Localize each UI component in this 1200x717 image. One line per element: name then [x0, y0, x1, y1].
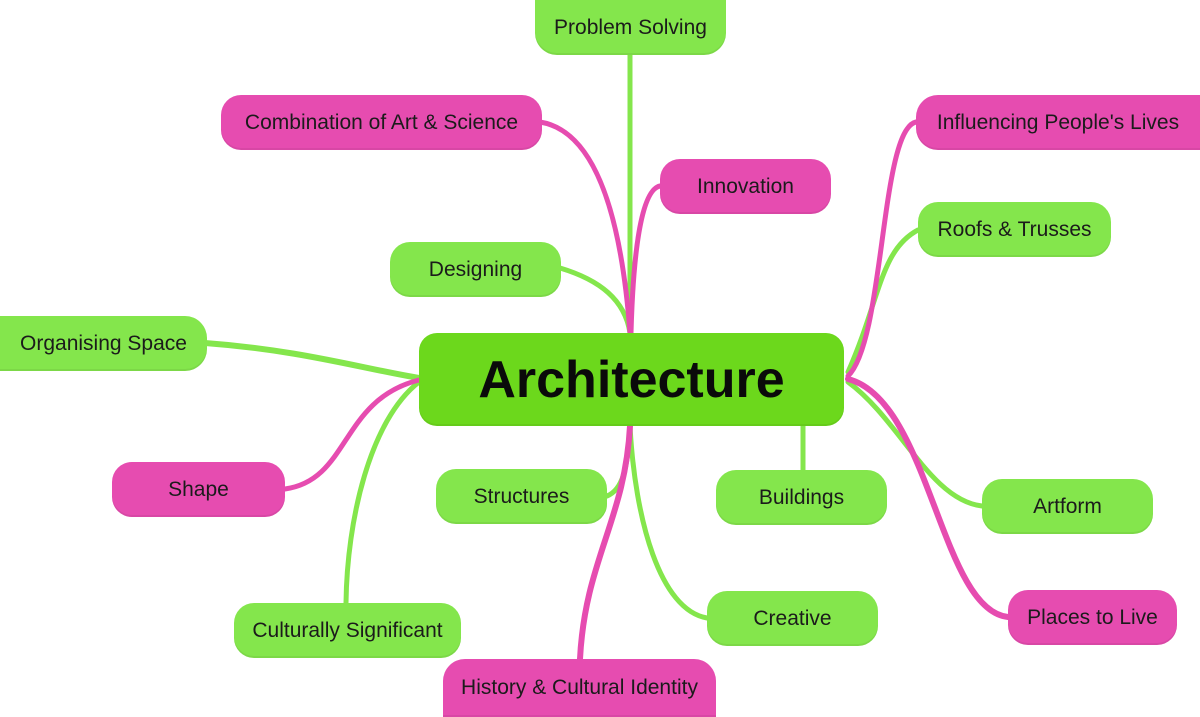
- connector-places: [845, 376, 1011, 620]
- topic-buildings[interactable]: Buildings: [716, 470, 887, 525]
- connector-influencing: [845, 119, 919, 379]
- topic-shape[interactable]: Shape: [112, 462, 285, 517]
- topic-places-to-live[interactable]: Places to Live: [1008, 590, 1177, 645]
- connector-combination: [537, 119, 633, 336]
- connector-roofs: [845, 227, 921, 375]
- connector-culturally: [343, 379, 422, 606]
- central-topic-architecture[interactable]: Architecture: [419, 333, 844, 426]
- topic-innovation[interactable]: Innovation: [660, 159, 831, 214]
- connector-history: [577, 423, 633, 662]
- topic-influencing-peoples-lives[interactable]: Influencing People's Lives: [916, 95, 1200, 150]
- topic-combination-art-science[interactable]: Combination of Art & Science: [221, 95, 542, 150]
- topic-structures[interactable]: Structures: [436, 469, 607, 524]
- topic-organising-space[interactable]: Organising Space: [0, 316, 207, 371]
- connector-shape: [282, 377, 422, 492]
- topic-designing[interactable]: Designing: [390, 242, 561, 297]
- topic-culturally-significant[interactable]: Culturally Significant: [234, 603, 461, 658]
- topic-history-cultural-identity[interactable]: History & Cultural Identity: [443, 659, 716, 717]
- topic-roofs-trusses[interactable]: Roofs & Trusses: [918, 202, 1111, 257]
- connector-designing: [557, 265, 633, 336]
- connector-creative: [627, 423, 710, 621]
- connector-organising-space: [202, 340, 422, 381]
- topic-creative[interactable]: Creative: [707, 591, 878, 646]
- topic-artform[interactable]: Artform: [982, 479, 1153, 534]
- connector-innovation: [628, 183, 663, 336]
- topic-problem-solving[interactable]: Problem Solving: [535, 0, 726, 55]
